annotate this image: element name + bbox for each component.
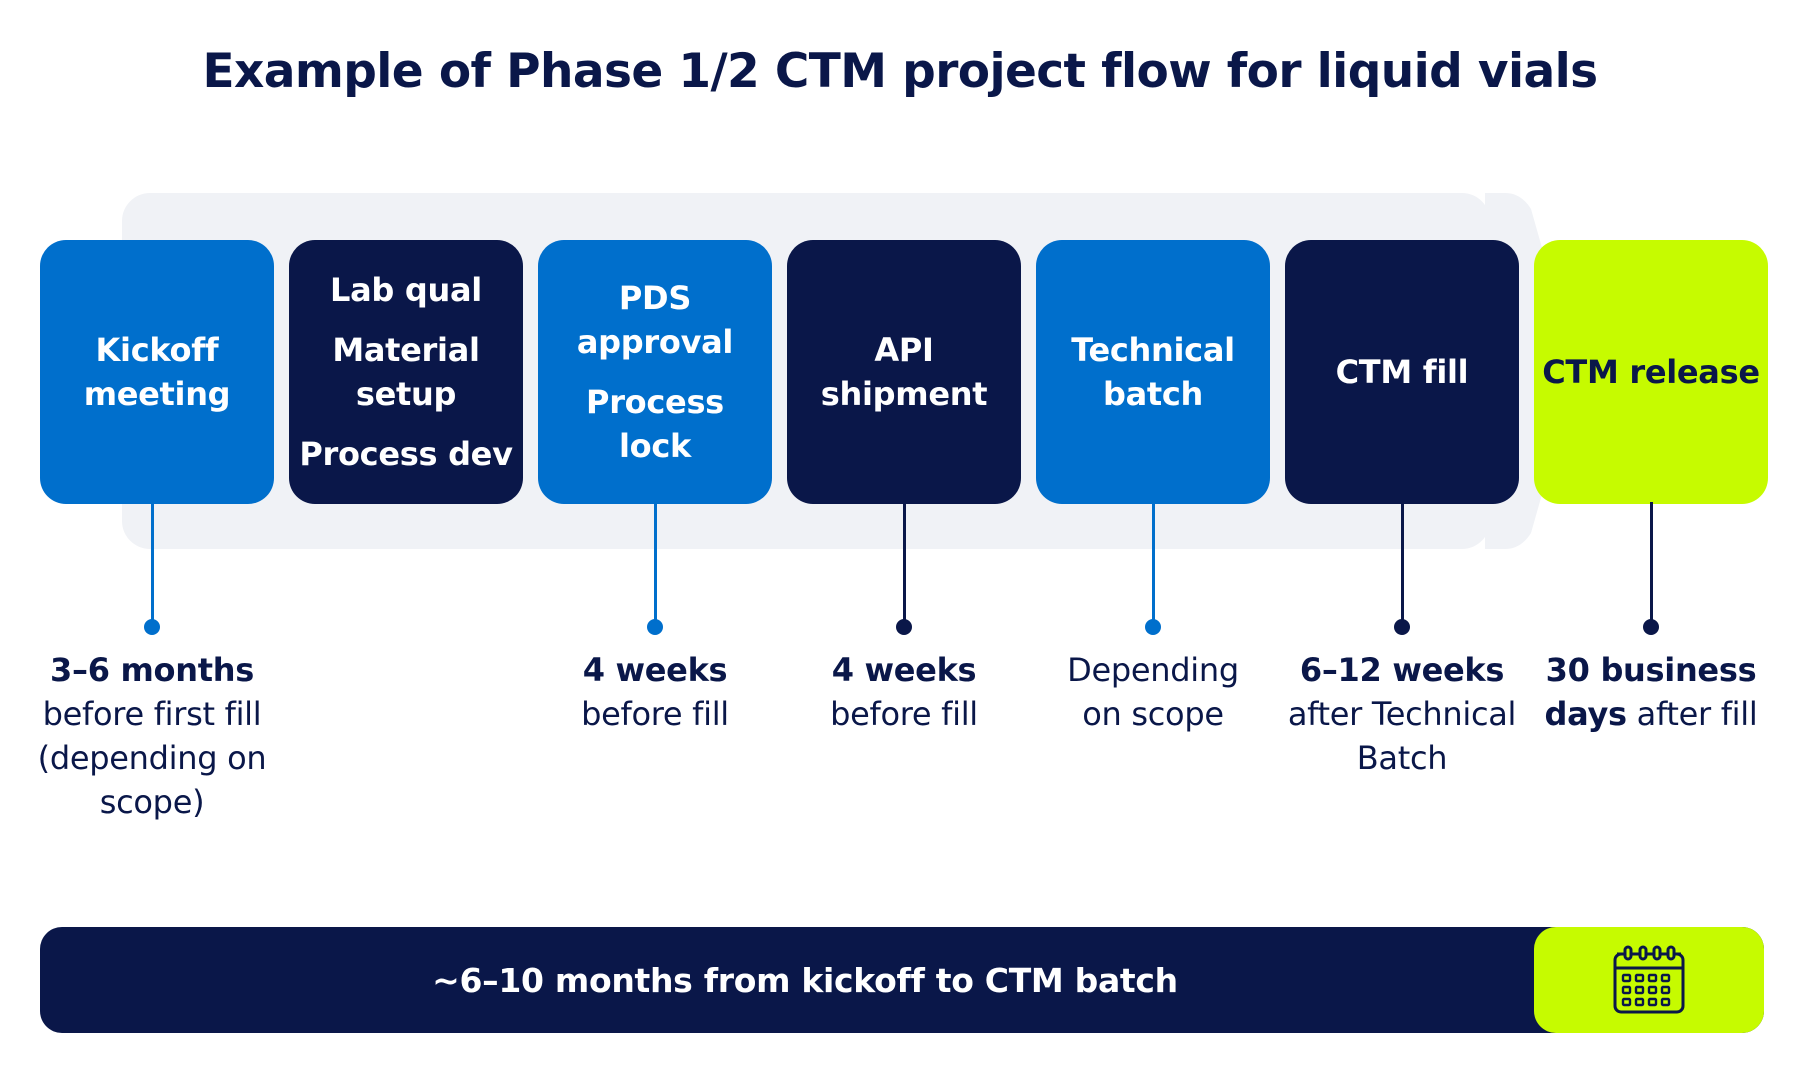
step-label: PDS approval [576, 279, 734, 361]
timeline-dot [896, 619, 912, 635]
summary-cap [1534, 927, 1764, 1033]
summary-bar: ~6–10 months from kickoff to CTM batch [40, 927, 1764, 1033]
timing-rest: before first fill (depending on scope) [37, 695, 267, 821]
timing-bold: 3–6 months [50, 651, 254, 689]
step-technical-batch: Technical batch [1036, 240, 1270, 504]
timeline-connector [1151, 502, 1155, 624]
timing-note-ctm-fill: 6–12 weeks after Technical Batch [1282, 648, 1522, 780]
step-ctm-release: CTM release [1534, 240, 1768, 504]
step-lab-qual: Lab qual Material setup Process dev [289, 240, 523, 504]
timing-note-pds: 4 weeks before fill [530, 648, 780, 736]
timeline-connector [150, 502, 154, 624]
step-label: Technical batch [1071, 331, 1235, 413]
timing-note-kickoff: 3–6 months before first fill (depending … [27, 648, 277, 824]
timing-rest: after Technical Batch [1287, 695, 1517, 777]
step-label: Material setup [332, 331, 480, 413]
step-kickoff-meeting: Kickoff meeting [40, 240, 274, 504]
step-ctm-fill: CTM fill [1285, 240, 1519, 504]
timing-note-ctm-release: 30 business days after fill [1541, 648, 1761, 736]
timing-rest: Depending on scope [1067, 651, 1239, 733]
timing-note-api: 4 weeks before fill [779, 648, 1029, 736]
summary-text: ~6–10 months from kickoff to CTM batch [432, 960, 1178, 1000]
timing-bold: 30 business days [1544, 651, 1757, 733]
step-label: Kickoff meeting [83, 331, 231, 413]
step-label: Process lock [586, 383, 724, 465]
timeline-dot [1643, 619, 1659, 635]
timing-bold: 4 weeks [831, 651, 977, 689]
timeline-dot [647, 619, 663, 635]
calendar-icon [1613, 945, 1685, 1014]
timeline-dot [1145, 619, 1161, 635]
timeline-connector [1649, 502, 1653, 624]
timing-rest: after fill [1636, 695, 1758, 733]
step-api-shipment: API shipment [787, 240, 1021, 504]
timeline-dot [144, 619, 160, 635]
timing-bold: 4 weeks [582, 651, 728, 689]
timeline-connector [653, 502, 657, 624]
timing-bold: 6–12 weeks [1299, 651, 1505, 689]
timing-rest: before fill [581, 695, 729, 733]
step-label: Process dev [299, 435, 513, 473]
timeline-connector [902, 502, 906, 624]
step-label: CTM release [1542, 353, 1760, 391]
step-label: Lab qual [330, 271, 482, 309]
step-label: API shipment [820, 331, 988, 413]
step-label: CTM fill [1335, 353, 1469, 391]
timing-note-technical: Depending on scope [1058, 648, 1248, 736]
timing-rest: before fill [830, 695, 978, 733]
timeline-connector [1400, 502, 1404, 624]
timeline-dot [1394, 619, 1410, 635]
step-pds-approval: PDS approval Process lock [538, 240, 772, 504]
diagram-title: Example of Phase 1/2 CTM project flow fo… [202, 44, 1599, 99]
